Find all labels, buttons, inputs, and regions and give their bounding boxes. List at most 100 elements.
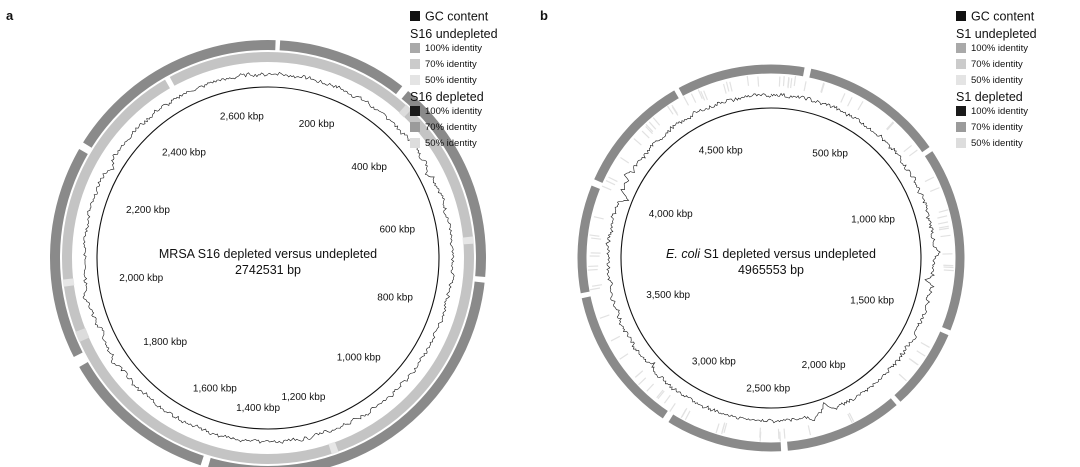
identity-stripe	[920, 341, 930, 348]
panel-b-title-text: S1 depleted versus undepleted	[704, 247, 876, 261]
identity-stripe	[847, 97, 853, 107]
ring-gap	[200, 455, 211, 467]
panel-a-gc-label: GC content	[425, 10, 489, 24]
identity-stripe	[729, 81, 733, 92]
panel-a-gc-swatch	[410, 11, 420, 21]
panel-b-legend-item-1-2: 50% identity	[971, 138, 1023, 149]
tick-label: 3,000 kbp	[692, 357, 736, 368]
tick-label: 4,000 kbp	[649, 209, 693, 220]
panel-b-legend-group-1: S1 depleted	[956, 90, 1023, 104]
identity-stripe	[589, 234, 600, 237]
tick-label: 2,600 kbp	[220, 111, 264, 122]
tick-label: 1,600 kbp	[193, 383, 237, 394]
identity-stripe	[790, 78, 793, 89]
panel-b-title-organism: E. coli	[666, 247, 701, 261]
panel-a-swatch-1-1	[410, 122, 420, 132]
panel-a-legend-item-0-0: 100% identity	[425, 43, 482, 54]
identity-stripe	[608, 176, 618, 183]
tick-label: 1,400 kbp	[236, 403, 280, 414]
panel-b-legend-item-0-2: 50% identity	[971, 75, 1023, 86]
identity-stripe	[886, 122, 895, 131]
identity-stripe	[938, 227, 950, 231]
identity-stripe	[633, 138, 642, 146]
identity-stripe	[908, 358, 918, 365]
identity-stripe	[619, 353, 629, 360]
ring-gap	[78, 142, 93, 155]
identity-stripe	[723, 422, 728, 433]
ring-gap	[802, 66, 812, 79]
ring-gap	[890, 394, 901, 406]
identity-stripe	[759, 427, 762, 438]
ring-gap	[398, 104, 412, 118]
genome-backbone	[620, 107, 922, 409]
identity-stripe	[645, 126, 653, 135]
ring-gap	[164, 76, 175, 89]
identity-stripe	[848, 412, 855, 423]
panel-a-center-title: MRSA S16 depleted versus undepleted	[159, 247, 377, 261]
panel-b-gc-swatch	[956, 11, 966, 21]
panel-a-legend-group-0: S16 undepleted	[410, 27, 498, 41]
identity-stripe	[840, 93, 846, 103]
panel-a-legend-item-1-2: 50% identity	[425, 138, 477, 149]
identity-stripe	[681, 407, 688, 418]
panel-b-center-title: E. coli S1 depleted versus undepleted	[666, 247, 876, 261]
identity-stripe	[591, 237, 602, 240]
identity-stripe	[757, 76, 760, 87]
panel-b-legend-group-0: S1 undepleted	[956, 27, 1037, 41]
identity-stripe	[938, 209, 949, 213]
panel-b-swatch-0-2	[956, 75, 966, 85]
identity-stripe	[683, 96, 690, 106]
panel-a-genome-rings	[50, 39, 486, 467]
identity-stripe	[725, 81, 730, 92]
panel-a-legend-item-1-1: 70% identity	[425, 122, 477, 133]
ring-gap	[674, 87, 684, 99]
panel-b-swatch-0-0	[956, 43, 966, 53]
identity-stripe	[847, 413, 853, 424]
identity-stripe	[783, 428, 786, 439]
identity-stripe	[903, 144, 912, 153]
identity-stripe	[938, 225, 949, 229]
identity-stripe	[898, 373, 907, 382]
identity-stripe	[666, 105, 674, 115]
panel-b-legend-item-1-1: 70% identity	[971, 122, 1023, 133]
identity-stripe	[937, 215, 948, 219]
outer-identity-ring	[50, 40, 486, 467]
tick-label: 400 kbp	[351, 162, 387, 173]
identity-stripe	[779, 431, 781, 442]
panel-b-legend-item-0-1: 70% identity	[971, 59, 1023, 70]
tick-label: 2,500 kbp	[746, 384, 790, 395]
identity-stripe	[703, 90, 708, 101]
panel-a-letter: a	[6, 8, 14, 23]
identity-stripe	[938, 221, 949, 225]
identity-stripe	[638, 377, 647, 386]
identity-stripe	[593, 216, 604, 220]
identity-stripe	[908, 149, 918, 157]
identity-stripe	[601, 185, 612, 191]
panel-a-swatch-0-2	[410, 75, 420, 85]
identity-stripe	[803, 81, 807, 92]
tick-label: 1,500 kbp	[850, 295, 894, 306]
identity-stripe	[820, 83, 825, 94]
tick-label: 1,200 kbp	[281, 392, 325, 403]
ring-gap	[580, 291, 592, 299]
identity-stripe	[943, 269, 954, 272]
panel-b-letter: b	[540, 8, 548, 23]
ring-gap	[474, 276, 486, 283]
identity-stripe	[715, 423, 720, 434]
identity-stripe	[589, 287, 601, 291]
panel-b-swatch-0-1	[956, 59, 966, 69]
panel-b-gc-label: GC content	[971, 10, 1035, 24]
identity-stripe	[943, 266, 954, 269]
panel-b-legend: GC content S1 undepleted 100% identity 7…	[956, 10, 1037, 149]
tick-label: 500 kbp	[812, 149, 848, 160]
tick-label: 2,000 kbp	[119, 273, 163, 284]
panel-b-legend-item-1-0: 100% identity	[971, 106, 1028, 117]
identity-stripe	[793, 76, 797, 87]
panel-b-swatch-1-0	[956, 106, 966, 116]
panel-a-genome-length: 2742531 bp	[235, 263, 301, 277]
panel-a-legend-item-1-0: 100% identity	[425, 106, 482, 117]
panel-a-legend-item-0-1: 70% identity	[425, 59, 477, 70]
panel-a-legend-group-1: S16 depleted	[410, 90, 484, 104]
identity-stripe	[646, 383, 655, 392]
